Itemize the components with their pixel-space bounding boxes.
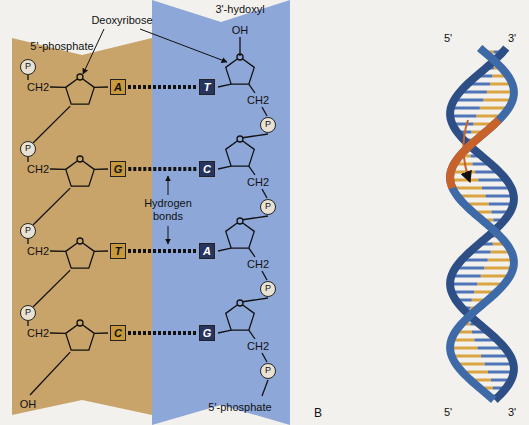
node-text: G (114, 163, 123, 175)
base-block: C (110, 325, 126, 341)
phosphate-circle: P (260, 117, 276, 133)
part-label: Hydrogen bonds (137, 197, 199, 222)
phosphate-circle: P (20, 141, 36, 157)
phosphate-circle: P (260, 199, 276, 215)
hydrogen-bond (128, 331, 197, 335)
base-block: A (110, 79, 126, 95)
strand-end-label: 5' (444, 406, 452, 419)
base-block: G (110, 161, 127, 177)
base-block: T (110, 243, 126, 259)
node-text: A (114, 81, 122, 93)
strand-end-label: 5'-phosphate (30, 40, 93, 53)
strand-end-label: 3' (508, 32, 516, 45)
node-text: T (204, 81, 211, 93)
phosphate-circle: P (20, 305, 36, 321)
sugar-ring (66, 323, 95, 350)
group-label: CH2 (247, 258, 269, 271)
hydrogen-bond (128, 249, 197, 253)
node-text: T (115, 245, 122, 257)
node-text: G (203, 327, 212, 339)
node-text: P (25, 226, 31, 236)
node-text: P (25, 62, 31, 72)
strand-band (12, 38, 152, 415)
part-label: Deoxyribose (91, 14, 152, 27)
group-label: OH (232, 24, 249, 37)
group-label: CH2 (27, 327, 49, 340)
phosphate-circle: P (20, 223, 36, 239)
node-text: P (265, 284, 271, 294)
sugar-ring (66, 159, 95, 186)
group-label: CH2 (27, 245, 49, 258)
sugar-ring (66, 241, 95, 268)
base-block: T (199, 79, 215, 95)
strand-end-label: 5'-phosphate (208, 401, 271, 414)
leader-lines (83, 29, 227, 244)
base-block: G (199, 325, 216, 341)
panel-letter: B (314, 407, 322, 421)
double-helix (450, 48, 514, 400)
node-text: P (265, 120, 271, 130)
node-text: P (25, 308, 31, 318)
group-label: CH2 (247, 94, 269, 107)
sugar-ring (226, 221, 255, 248)
base-block: C (199, 161, 215, 177)
group-label: CH2 (27, 163, 49, 176)
sugar-ring (226, 139, 255, 166)
strand-end-label: 3'-hydoxyl (215, 3, 264, 16)
group-label: CH2 (247, 340, 269, 353)
node-text: P (25, 144, 31, 154)
node-text: P (265, 366, 271, 376)
group-label: OH (20, 398, 37, 411)
phosphate-circle: P (260, 363, 276, 379)
hydrogen-bond (128, 85, 197, 89)
node-text: C (114, 327, 122, 339)
strand-end-label: 5' (444, 32, 452, 45)
phosphate-circle: P (20, 59, 36, 75)
hydrogen-bond (128, 167, 197, 171)
group-label: CH2 (247, 176, 269, 189)
node-text: P (265, 202, 271, 212)
base-block: A (199, 243, 215, 259)
sugar-ring (226, 57, 255, 84)
phosphate-circle: P (260, 281, 276, 297)
group-label: CH2 (27, 81, 49, 94)
sugar-ring (226, 303, 255, 330)
node-text: C (203, 163, 211, 175)
backbone (28, 37, 268, 396)
sugar-ring (66, 77, 95, 104)
strand-end-label: 3' (508, 406, 516, 419)
node-text: A (203, 245, 211, 257)
